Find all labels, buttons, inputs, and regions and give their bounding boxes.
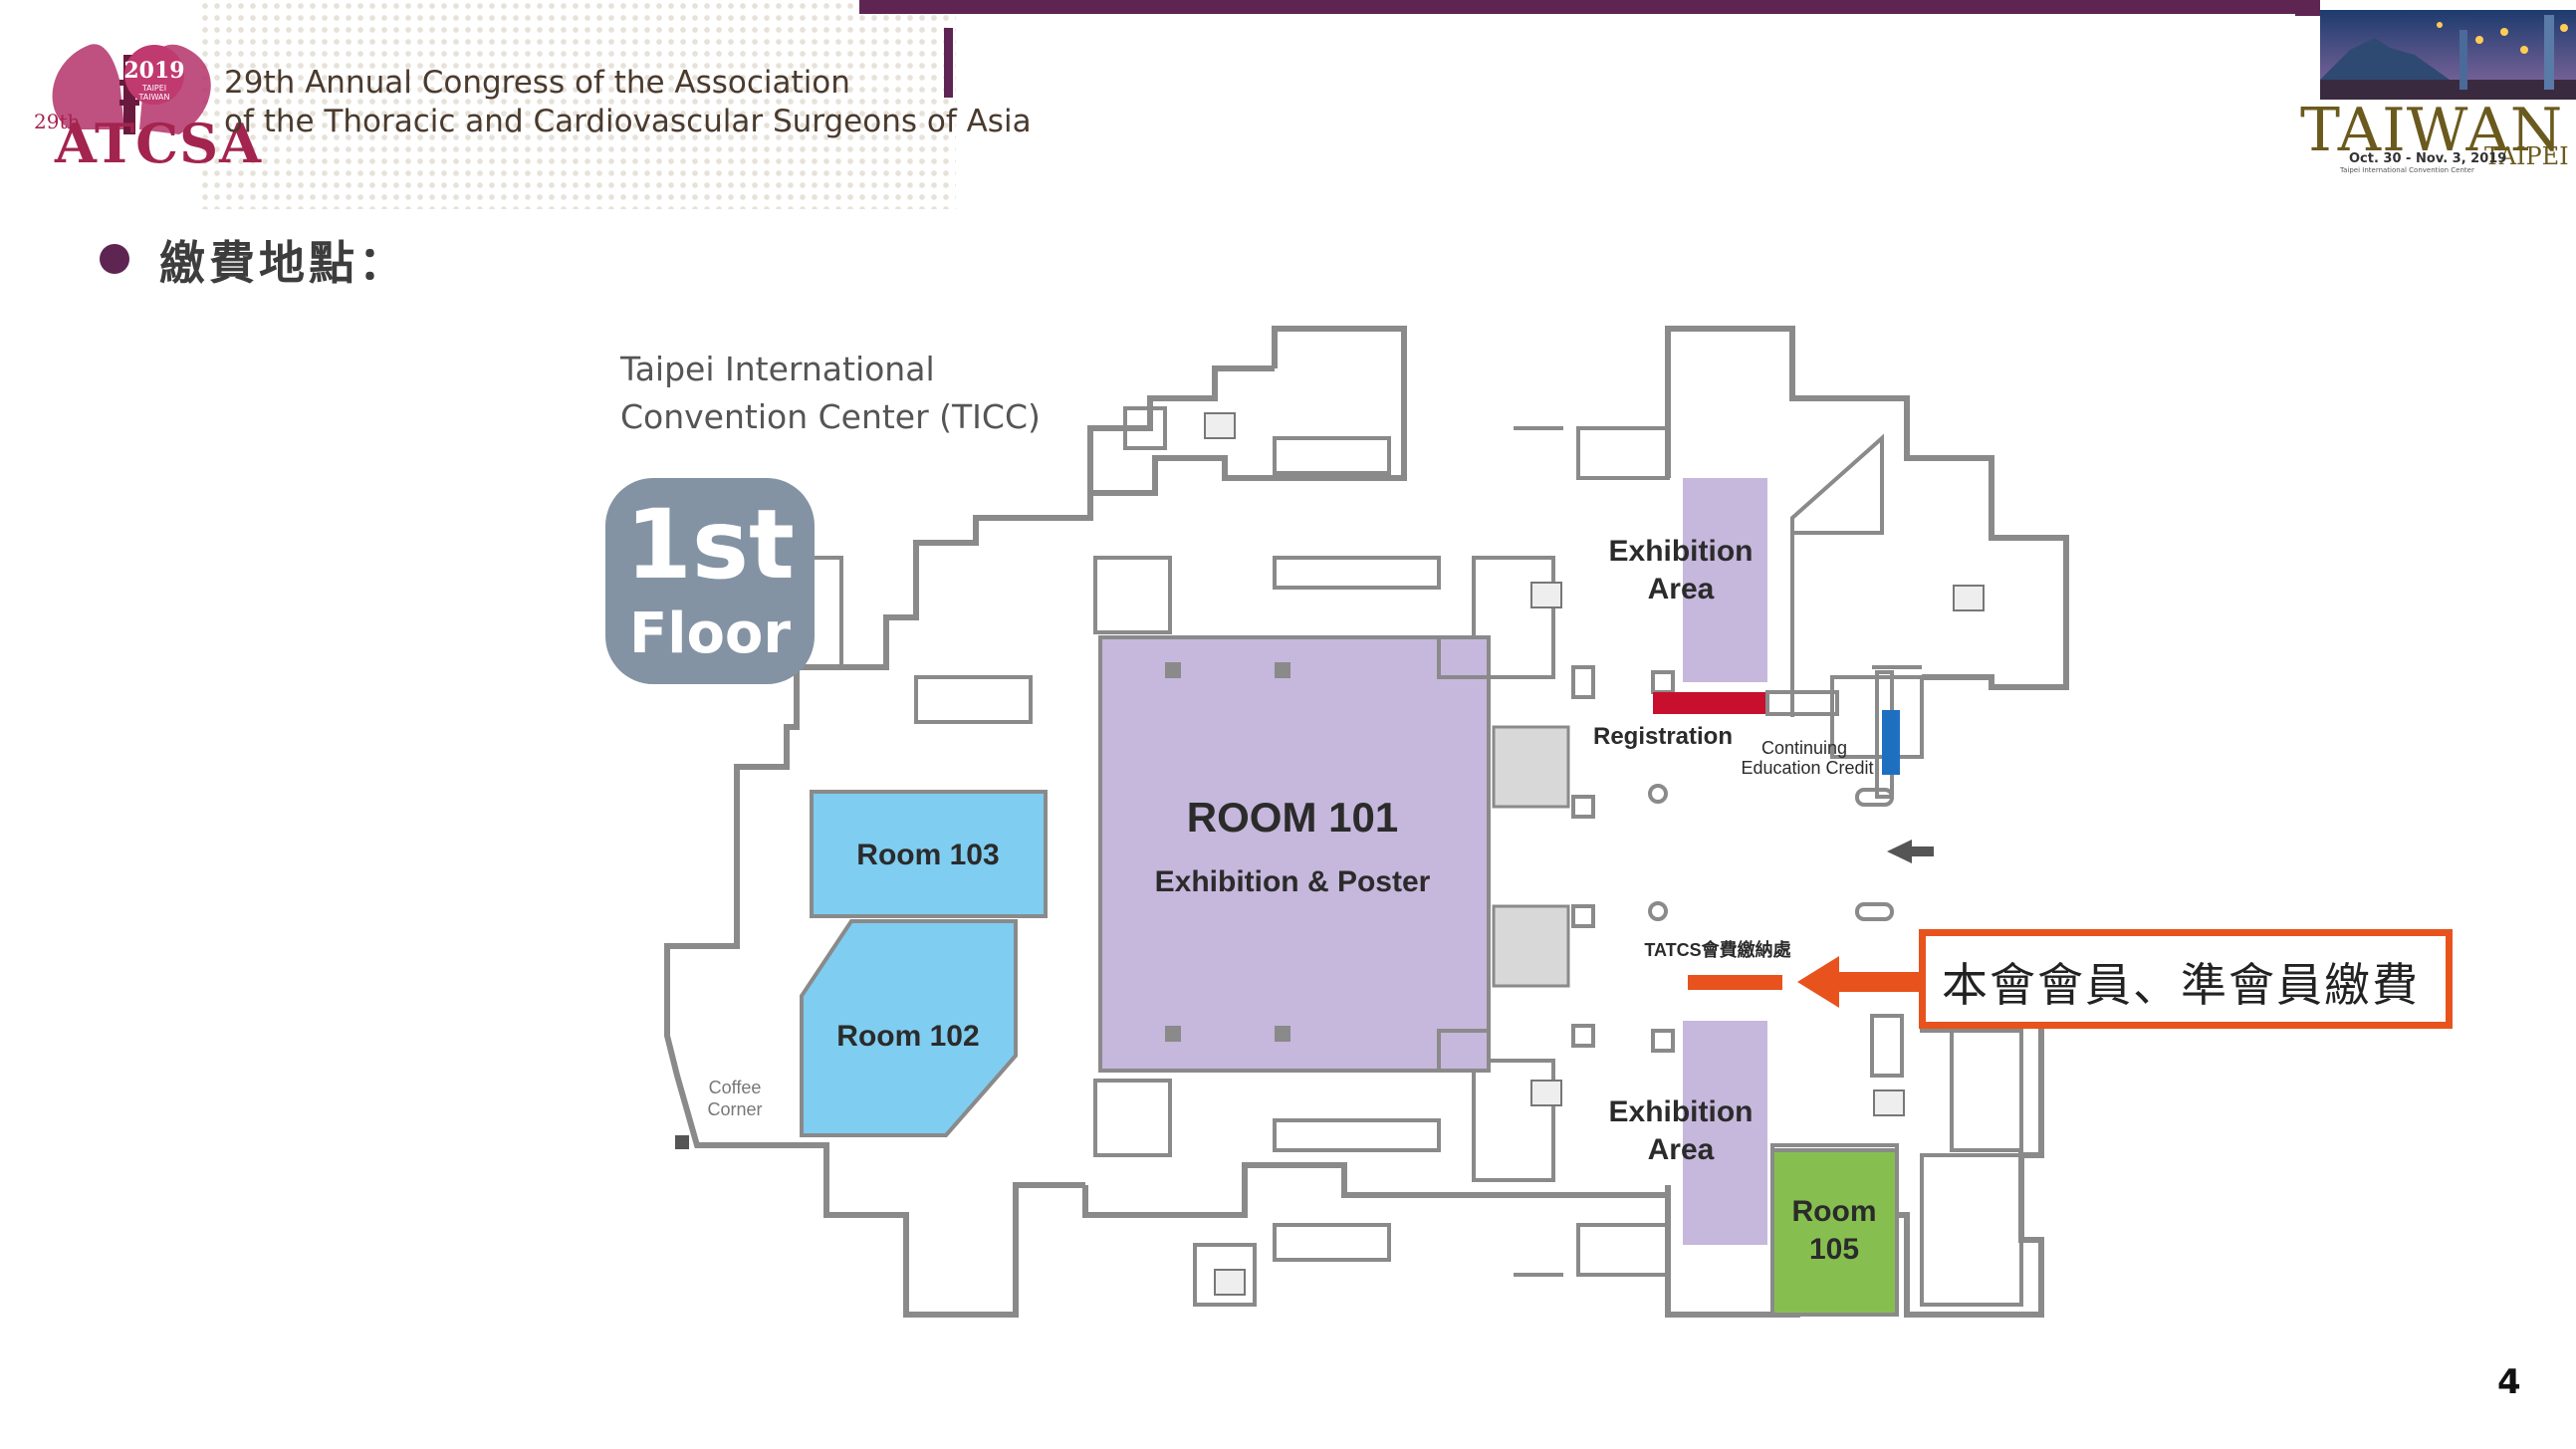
- coffee-corner-label-2: Corner: [707, 1099, 762, 1119]
- logo-city-tag-2: TAIWAN: [137, 93, 169, 102]
- floor-badge-word: Floor: [629, 602, 791, 666]
- top-accent-bar: [859, 0, 2295, 14]
- registration-label: Registration: [1593, 723, 1733, 750]
- room-101-sublabel: Exhibition & Poster: [1155, 865, 1431, 898]
- room-105-label-1: Room: [1792, 1195, 1877, 1228]
- congress-title-line-2: of the Thoracic and Cardiovascular Surge…: [224, 104, 1032, 139]
- member-payment-callout-text: 本會會員、準會員繳費: [1942, 958, 2420, 1012]
- building-outline: [664, 326, 2069, 1318]
- cec-desk: [1882, 710, 1900, 775]
- banner-venue: Taipei International Convention Center: [2340, 166, 2474, 174]
- cec-label-1: Continuing: [1761, 738, 1847, 758]
- title-divider: [944, 28, 953, 98]
- congress-title: 29th Annual Congress of the Association …: [224, 64, 1032, 141]
- floor-badge-number: 1st: [625, 489, 795, 601]
- header-dot-pattern: [199, 0, 956, 209]
- room-101-label: ROOM 101: [1187, 794, 1398, 841]
- logo-acronym: ATCSA: [55, 112, 263, 175]
- registration-desk: [1653, 692, 1767, 714]
- congress-title-line-1: 29th Annual Congress of the Association: [224, 65, 850, 101]
- logo-year: 2019: [123, 58, 184, 84]
- exhibition-bottom-label-1: Exhibition: [1609, 1095, 1754, 1128]
- cec-label-2: Education Credit: [1741, 758, 1873, 778]
- logo-edition: 29th: [34, 110, 81, 133]
- exhibition-top-label-2: Area: [1648, 573, 1715, 605]
- member-payment-callout: [1919, 929, 2453, 1029]
- venue-label-line-2: Convention Center (TICC): [620, 397, 1041, 436]
- atcsa-logo: 2019 TAIPEI TAIWAN: [52, 44, 211, 134]
- room-102-label: Room 102: [836, 1020, 979, 1053]
- page-number: 4: [2497, 1362, 2521, 1402]
- exhibition-area-top: [1683, 478, 1767, 682]
- taipei-skyline-photo: [2320, 10, 2576, 100]
- coffee-corner-label-1: Coffee: [709, 1078, 762, 1097]
- tatcs-desk-label: TATCS會費繳納處: [1644, 939, 1790, 960]
- floor-plan: ROOM 101 Exhibition & Poster Room 103 Ro…: [605, 326, 2069, 1318]
- top-accent-bar-end: [2295, 0, 2320, 16]
- banner-country: TAIWAN: [2300, 96, 2564, 165]
- room-105-area: [1770, 1148, 1899, 1317]
- exhibition-top-label-1: Exhibition: [1609, 535, 1754, 568]
- room-101-area: [1098, 635, 1491, 1073]
- tatcs-desk: [1688, 975, 1782, 990]
- exhibition-area-bottom: [1683, 1021, 1767, 1245]
- venue-label-line-1: Taipei International: [619, 350, 935, 388]
- bullet-dot: [100, 244, 129, 274]
- banner-city: TAIPEI: [2484, 142, 2569, 170]
- direction-arrow-icon: [1887, 840, 1934, 863]
- floor-badge: [605, 478, 815, 684]
- banner-dates: Oct. 30 - Nov. 3, 2019: [2349, 151, 2507, 166]
- section-heading: 繳費地點：: [159, 236, 408, 290]
- room-103-area: [810, 790, 1048, 918]
- logo-city-tag-1: TAIPEI: [141, 84, 166, 93]
- callout-arrow-icon: [1797, 956, 1920, 1008]
- room-102-area: [800, 919, 1018, 1137]
- room-105-label-2: 105: [1809, 1233, 1859, 1266]
- room-103-label: Room 103: [856, 839, 999, 871]
- exhibition-bottom-label-2: Area: [1648, 1133, 1715, 1166]
